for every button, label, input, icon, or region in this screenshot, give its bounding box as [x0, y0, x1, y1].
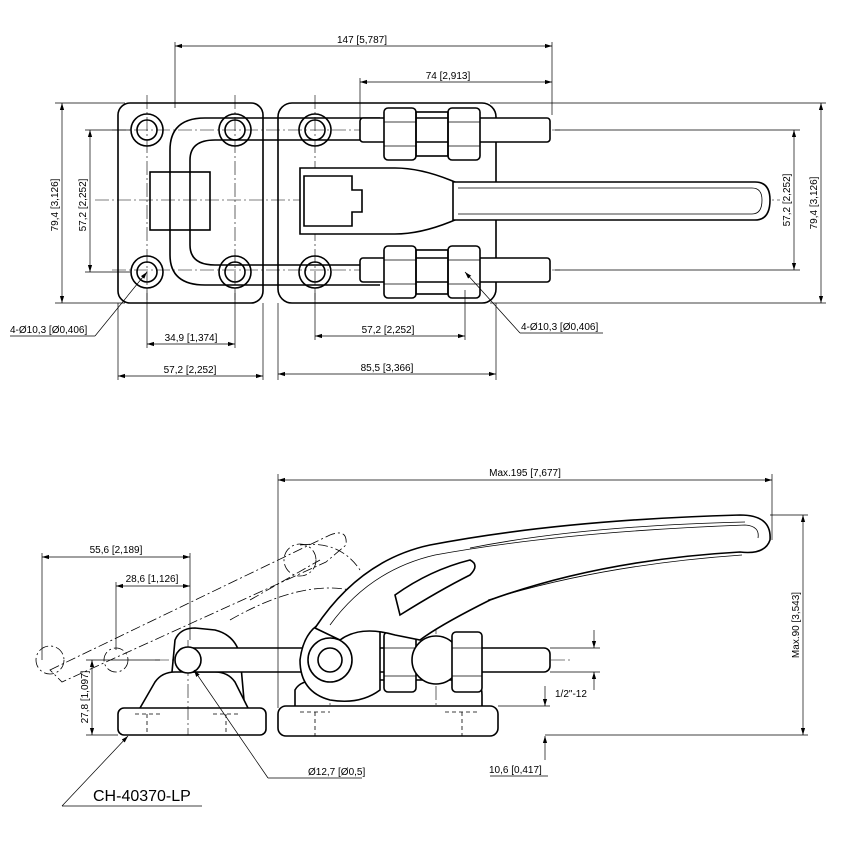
top-view — [95, 95, 780, 304]
handle-side-view — [313, 514, 771, 641]
side-view — [35, 514, 771, 737]
dim-right-width: 85,5 [3,366] — [361, 363, 414, 374]
hole-callout-left: 4-Ø10,3 [Ø0,406] — [10, 325, 87, 336]
dim-inner-right: 57,2 [2,252] — [782, 173, 793, 226]
phantom-handle — [49, 532, 347, 683]
dim-left-width: 57,2 [2,252] — [164, 365, 217, 376]
side-view-dimensions: Max.195 [7,677] 55,6 [2,189] 28,6 [1,126… — [41, 468, 808, 807]
dim-max-length: Max.195 [7,677] — [489, 468, 561, 479]
hole-callout-right: 4-Ø10,3 [Ø0,406] — [521, 322, 598, 333]
dim-overall-length: 147 [5,787] — [337, 35, 387, 46]
dim-plate: 10,6 [0,417] — [489, 765, 542, 776]
dim-inner-left: 57,2 [2,252] — [78, 178, 89, 231]
left-side-base — [117, 707, 267, 736]
clevis — [299, 167, 456, 235]
dim-base-height: 27,8 [1,097] — [80, 670, 91, 723]
left-base-plate — [117, 102, 264, 304]
dim-thread: 1/2"-12 — [555, 689, 587, 700]
dim-stroke: 55,6 [2,189] — [90, 545, 143, 556]
dim-right-pitch: 57,2 [2,252] — [362, 325, 415, 336]
part-number: CH-40370-LP — [93, 788, 191, 805]
dim-pin: Ø12,7 [Ø0,5] — [308, 767, 365, 778]
dim-height-left: 79,4 [3,126] — [50, 178, 61, 231]
dim-max-height: Max.90 [3,543] — [791, 592, 802, 658]
top-view-dimensions: 147 [5,787] 74 [2,913] 79,4 [3,126] 57,2… — [10, 35, 826, 380]
right-side-base — [277, 705, 499, 737]
dim-handle-offset: 74 [2,913] — [426, 71, 471, 82]
handle-top-view — [452, 181, 771, 221]
u-strap — [169, 117, 380, 286]
dim-height-right: 79,4 [3,126] — [809, 176, 820, 229]
dim-stroke-inner: 28,6 [1,126] — [126, 574, 179, 585]
dim-left-pitch: 34,9 [1,374] — [165, 333, 218, 344]
